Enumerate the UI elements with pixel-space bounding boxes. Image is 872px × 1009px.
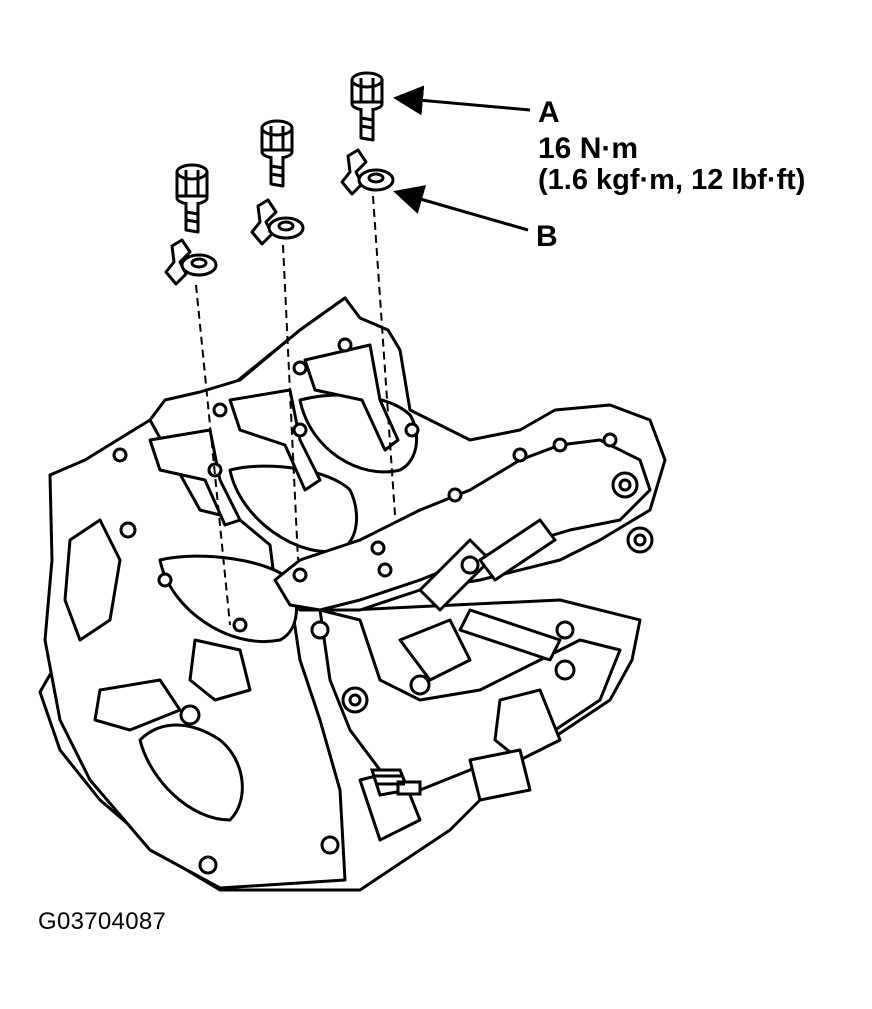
installation-guide-lines — [195, 195, 396, 626]
bearing-web-3 — [303, 343, 400, 452]
bearing-web-1 — [148, 428, 242, 527]
bolt-2 — [260, 119, 294, 188]
oil-jet-2 — [250, 198, 305, 246]
oil-jet-1 — [164, 238, 218, 286]
bolt-3 — [350, 71, 384, 142]
bearing-web-2 — [228, 388, 322, 492]
callout-leaders — [393, 85, 531, 232]
left-face-opening-4 — [188, 638, 252, 702]
figure-id: G03704087 — [38, 908, 167, 935]
left-face-opening-2 — [138, 723, 244, 822]
leader-a — [393, 85, 531, 116]
callout-a-label: A — [538, 96, 560, 129]
leader-b — [393, 185, 529, 232]
left-face-opening-3 — [93, 678, 182, 732]
oil-jet-3 — [340, 148, 395, 196]
front-truss — [318, 608, 622, 792]
front-pocket-2 — [493, 688, 562, 762]
torque-spec-nm: 16 N·m — [538, 132, 639, 165]
cylinder-block — [38, 296, 667, 892]
drain-stud — [369, 768, 422, 797]
truss-strut-3 — [458, 608, 562, 662]
left-face-opening-1 — [63, 518, 122, 642]
callout-b-label: B — [536, 220, 558, 253]
bolt-bosses — [112, 337, 654, 875]
truss-strut-2 — [478, 518, 557, 582]
bolt-1 — [175, 163, 209, 234]
front-cross-member — [273, 438, 652, 612]
torque-spec-alt: (1.6 kgf·m, 12 lbf·ft) — [538, 164, 806, 196]
front-pocket-1 — [398, 618, 472, 682]
front-pocket-4 — [468, 748, 532, 802]
